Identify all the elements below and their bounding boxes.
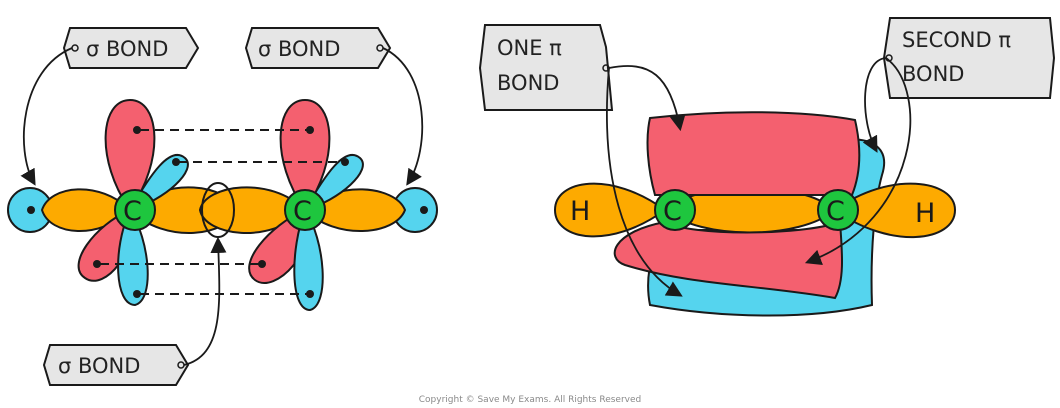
p-overlap-dashed-lines — [100, 129, 342, 295]
atom-label-h-2: H — [915, 198, 935, 229]
s-lobe-left-lower — [117, 207, 149, 307]
s-lobe-right-lower — [293, 207, 324, 312]
arrow-sigma-left-top — [20, 47, 73, 186]
atom-label-c-left-1: C — [123, 196, 142, 227]
label-pi-second: SECOND π BOND — [882, 17, 1056, 99]
sigma-bottom-text: σ BOND — [58, 354, 140, 378]
pi-second-text-line1: SECOND π — [902, 28, 1011, 52]
pi-cloud-red-bottom — [613, 220, 844, 300]
h-orbital-left — [553, 182, 667, 238]
atom-label-c-right-2: C — [826, 196, 845, 227]
right-orbital-diagram — [553, 111, 957, 317]
sp2-lobe-left-outer — [40, 188, 132, 232]
pi-second-text-line2: BOND — [902, 62, 964, 86]
p-orbital-left-upper — [104, 98, 156, 212]
carbon-atom-right-2 — [817, 189, 859, 231]
pi-one-text-line1: ONE π — [497, 36, 562, 60]
arrow-pi-one-bottom — [606, 67, 683, 297]
atom-label-c-right-1: C — [663, 196, 682, 227]
carbon-atom-right-1 — [654, 189, 696, 231]
sp2-lobe-right-inner — [198, 186, 307, 234]
pi-cloud-red-top — [646, 111, 861, 196]
label-sigma-left-top: σ BOND — [62, 27, 200, 69]
p-orbital-right-upper — [279, 98, 331, 212]
arrow-pi-one-top — [608, 65, 686, 132]
label-pi-one: ONE π BOND — [478, 24, 614, 111]
sigma-right-top-text: σ BOND — [258, 37, 340, 61]
carbon-atom-left — [114, 189, 156, 231]
label-sigma-bottom: σ BOND — [42, 344, 190, 386]
atom-label-h-1: H — [570, 196, 590, 227]
pi-one-text-line2: BOND — [497, 71, 559, 95]
copyright-text: Copyright © Save My Exams. All Rights Re… — [419, 395, 641, 405]
sigma-left-top-text: σ BOND — [86, 37, 168, 61]
label-sigma-right-top: σ BOND — [244, 27, 392, 69]
left-orbital-diagram — [7, 98, 438, 312]
atom-label-c-left-2: C — [293, 196, 312, 227]
arrow-sigma-bottom — [183, 236, 227, 366]
electron-dots-left — [27, 126, 428, 298]
arrow-pi-second-bottom — [804, 57, 912, 266]
h-orbital-right — [833, 182, 957, 239]
carbon-atom-right — [284, 189, 326, 231]
arrow-pi-second-top — [862, 57, 887, 153]
arrow-sigma-right-top — [382, 47, 424, 186]
